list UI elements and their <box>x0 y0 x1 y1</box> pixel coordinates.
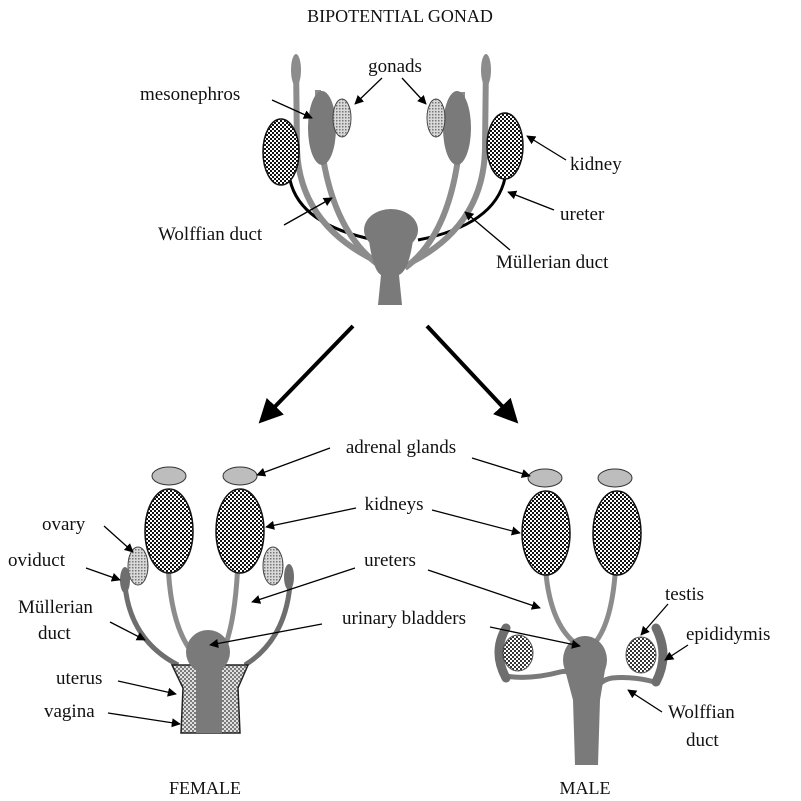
label-gonads: gonads <box>368 56 422 77</box>
testis-left <box>503 635 533 671</box>
arrow-kidneys-male <box>432 510 520 533</box>
arrow-adrenal-male <box>472 458 530 476</box>
female-structure <box>120 467 294 733</box>
arrow-gonads-right <box>402 78 426 104</box>
arrow-uterus <box>118 681 176 694</box>
arrow-gonads-left <box>355 78 382 104</box>
arrow-kidney <box>527 136 566 160</box>
label-ovary: ovary <box>42 514 86 535</box>
female-adrenal-left <box>152 467 186 485</box>
label-uterus: uterus <box>56 668 102 689</box>
female-kidney-left <box>145 489 193 573</box>
gonad-right <box>427 99 445 137</box>
gonad-left <box>333 99 351 137</box>
label-mesonephros: mesonephros <box>140 84 240 105</box>
label-testis: testis <box>665 584 704 605</box>
label-oviduct: oviduct <box>8 550 66 571</box>
label-female: FEMALE <box>169 778 241 798</box>
oviduct-left <box>120 567 130 593</box>
arrow-wolffian-male <box>628 690 662 712</box>
female-adrenal-right <box>223 467 257 485</box>
arrow-ureter <box>508 192 554 210</box>
label-vagina: vagina <box>44 701 95 722</box>
female-urethra <box>196 665 222 733</box>
male-structure <box>499 469 663 765</box>
ovary-right <box>263 547 283 585</box>
arrow-ureters-male <box>428 570 540 608</box>
epididymis-right <box>656 628 663 682</box>
arrow-oviduct <box>86 568 120 580</box>
label-mullerian-f-2: duct <box>38 623 71 644</box>
label-wolffian-m-1: Wolffian <box>668 702 735 723</box>
arrow-to-male <box>427 326 515 420</box>
label-epididymis: epididymis <box>686 624 770 645</box>
male-adrenal-left <box>528 469 562 487</box>
label-kidneys: kidneys <box>364 494 423 515</box>
ovary-left <box>128 547 148 585</box>
mesonephros-right <box>443 91 471 165</box>
arrow-ovary <box>104 526 133 552</box>
arrow-mullerian-top <box>465 212 510 250</box>
kidney-right <box>487 113 523 179</box>
male-wolffian-right <box>596 678 658 690</box>
label-kidney: kidney <box>570 154 622 175</box>
male-kidney-right <box>593 491 641 575</box>
ureter-right <box>418 178 505 240</box>
arrow-epididymis <box>665 645 688 660</box>
kidney-left <box>263 119 299 185</box>
arrow-mesonephros <box>272 100 312 118</box>
male-kidney-left <box>522 491 570 575</box>
label-ureter: ureter <box>560 204 605 225</box>
duct-tip-left <box>291 54 301 86</box>
male-urethra <box>565 670 605 765</box>
mullerian-duct-right <box>412 60 486 262</box>
title: BIPOTENTIAL GONAD <box>307 6 493 26</box>
duct-tip-right <box>481 54 491 86</box>
arrow-to-female <box>262 326 353 420</box>
label-wolffian-duct-top: Wolffian duct <box>158 224 263 245</box>
label-male: MALE <box>560 778 611 798</box>
label-urinary-bladders: urinary bladders <box>342 608 466 629</box>
mesonephros-left <box>308 91 336 165</box>
male-adrenal-right <box>598 469 632 487</box>
arrow-adrenal-female <box>257 448 330 475</box>
label-wolffian-m-2: duct <box>686 730 719 751</box>
oviduct-right <box>284 564 294 590</box>
arrow-vagina <box>108 713 180 724</box>
label-mullerian-f-1: Müllerian <box>18 597 93 618</box>
arrow-kidneys-female <box>266 508 356 527</box>
label-ureters: ureters <box>364 550 416 571</box>
testis-right <box>626 637 656 673</box>
bipotential-structure <box>263 54 523 305</box>
female-kidney-right <box>216 489 264 573</box>
label-mullerian-duct-top: Müllerian duct <box>496 252 609 273</box>
label-adrenal-glands: adrenal glands <box>346 437 456 458</box>
